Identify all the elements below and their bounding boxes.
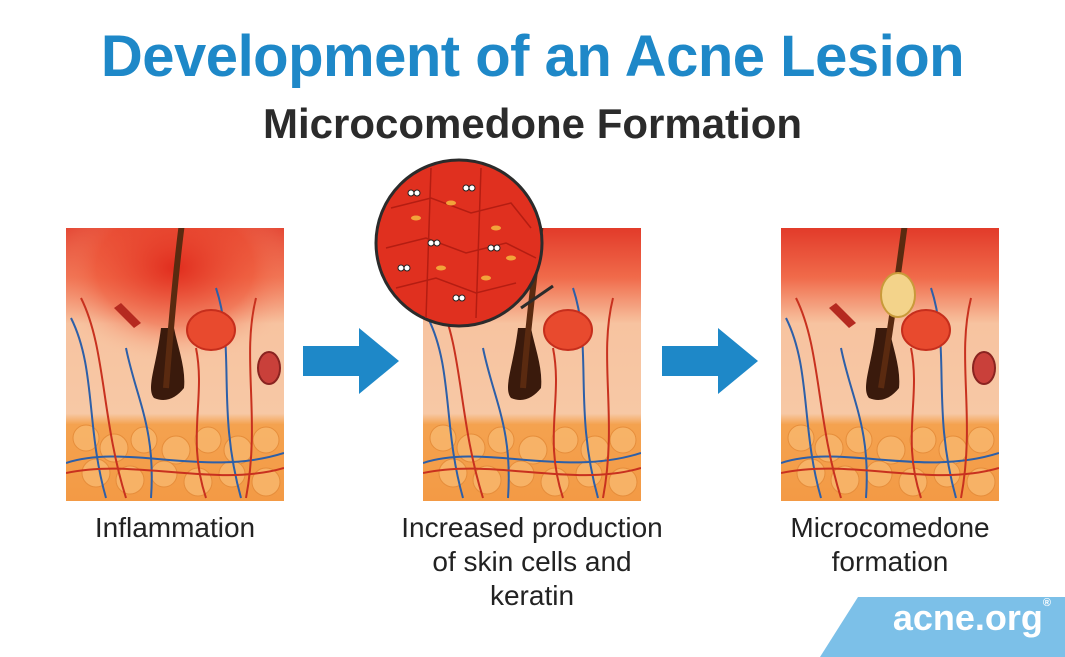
skin-cross-section-inflammation bbox=[66, 228, 284, 501]
page-subtitle: Microcomedone Formation bbox=[262, 100, 803, 147]
magnified-follicle-bubble bbox=[374, 158, 554, 328]
page-title: Development of an Acne Lesion bbox=[100, 24, 965, 89]
caption-microcomedone-formation: Microcomedone formation bbox=[790, 512, 990, 577]
right-arrow-icon bbox=[303, 328, 399, 394]
skin-cross-section-microcomedone bbox=[781, 228, 999, 501]
logo-band bbox=[820, 597, 1065, 657]
right-arrow-icon bbox=[662, 328, 758, 394]
acne-org-logo: acne.org® bbox=[892, 597, 1051, 638]
caption-increased-production: Increased production of skin cells and k… bbox=[401, 512, 663, 611]
caption-inflammation: Inflammation bbox=[94, 512, 256, 543]
